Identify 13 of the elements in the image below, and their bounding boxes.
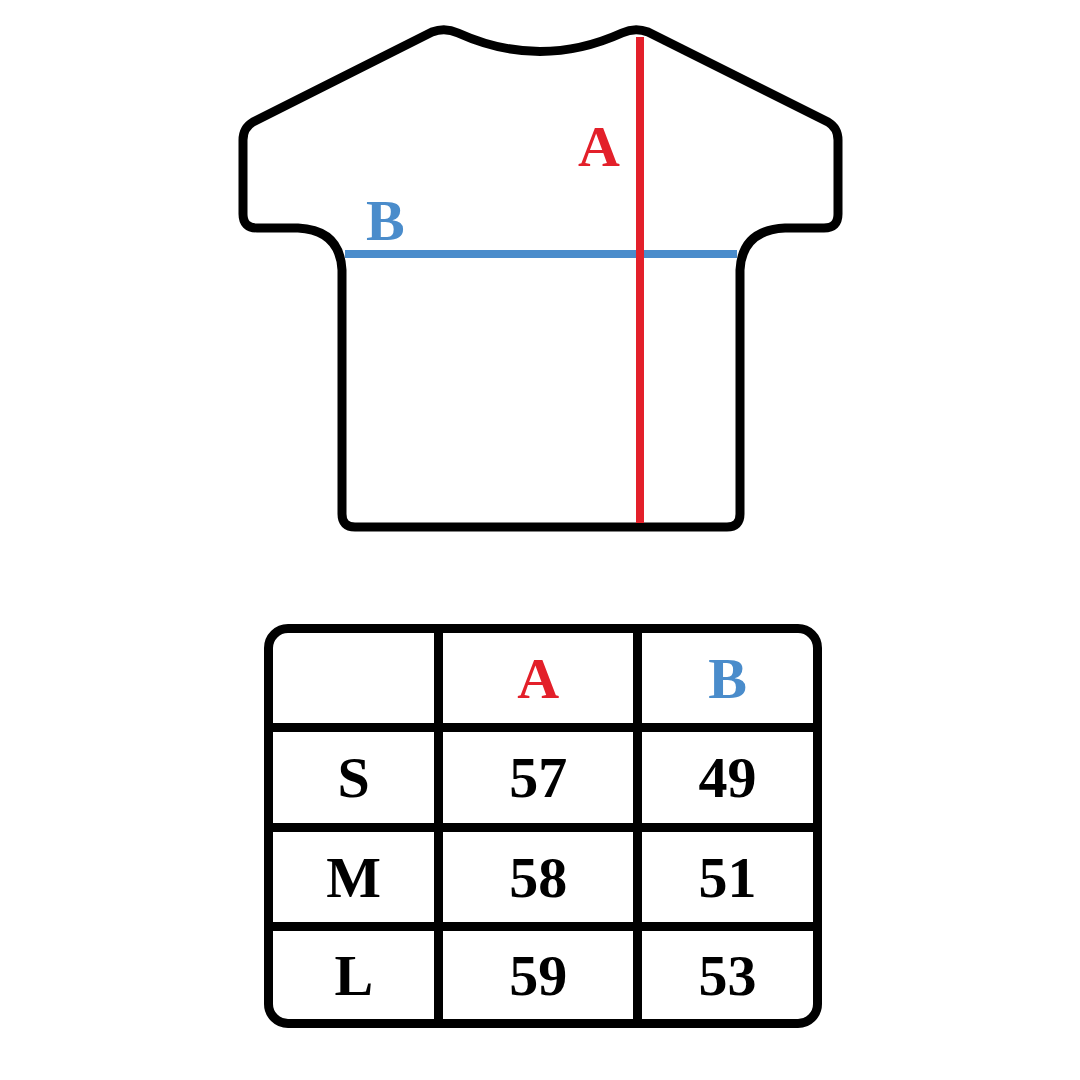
header-cell: A <box>443 633 642 733</box>
table-cell: 57 <box>443 732 642 832</box>
table-cell: 58 <box>443 831 642 932</box>
header-cell: M <box>273 831 444 932</box>
table-cell: 51 <box>642 831 813 932</box>
dimension-label: A <box>578 118 620 176</box>
dimension-label: B <box>366 192 405 250</box>
header-cell: L <box>273 931 444 1019</box>
header-cell: B <box>642 633 813 733</box>
table-cell: 49 <box>642 732 813 832</box>
table-cell-text: 53 <box>697 941 758 1010</box>
table-cell: 59 <box>443 931 642 1019</box>
header-cell: S <box>273 732 444 832</box>
